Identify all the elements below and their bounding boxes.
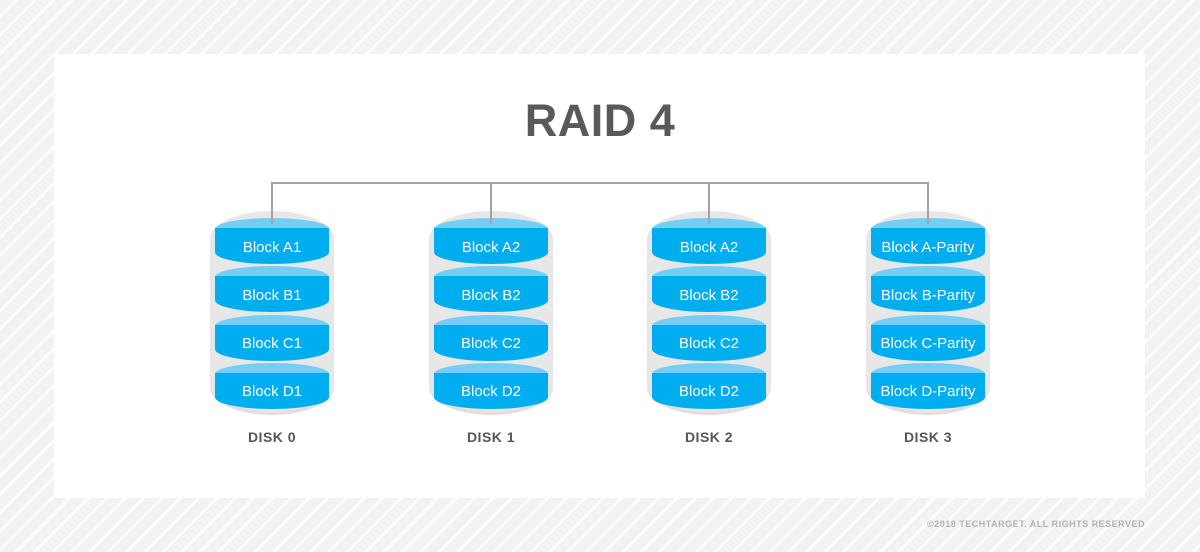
disk-1-cylinder: Block A2 Block B2 Block C2 Block D2 bbox=[429, 211, 553, 415]
disk-2-block-2: Block C2 bbox=[652, 314, 766, 361]
disk-0-block-1: Block B1 bbox=[215, 266, 329, 313]
disk-1-block-stack: Block A2 Block B2 Block C2 Block D2 bbox=[434, 218, 548, 409]
disk-0-block-0: Block A1 bbox=[215, 218, 329, 264]
cylinder-body bbox=[652, 324, 766, 361]
disk-0-cylinder: Block A1 Block B1 Block C1 Block D1 bbox=[210, 211, 334, 415]
disk-2-cylinder: Block A2 Block B2 Block C2 Block D2 bbox=[647, 211, 771, 415]
cylinder-body bbox=[215, 324, 329, 361]
disk-1-block-0: Block A2 bbox=[434, 218, 548, 264]
disk-3-block-0: Block A-Parity bbox=[871, 218, 985, 264]
disk-2-block-1: Block B2 bbox=[652, 266, 766, 313]
block-label: Block A2 bbox=[461, 238, 521, 256]
block-label: Block B2 bbox=[461, 286, 521, 304]
cylinder-body bbox=[652, 276, 766, 313]
cylinder-body bbox=[434, 372, 548, 409]
disk-3-block-3: Block D-Parity bbox=[871, 362, 985, 409]
block-label: Block B2 bbox=[679, 286, 739, 304]
disk-3-cylinder: Block A-Parity Block B-Parity Block C-Pa… bbox=[866, 211, 990, 415]
disk-3-block-stack: Block A-Parity Block B-Parity Block C-Pa… bbox=[871, 218, 985, 409]
disk-3-block-1: Block B-Parity bbox=[871, 266, 985, 313]
cylinder-body bbox=[215, 372, 329, 409]
block-label: Block D-Parity bbox=[880, 383, 976, 401]
disk-0-block-stack: Block A1 Block B1 Block C1 Block D1 bbox=[215, 218, 329, 409]
cylinder-body bbox=[871, 228, 985, 264]
cylinder-body bbox=[215, 228, 329, 264]
connector-vertical-line-disk0 bbox=[271, 182, 273, 224]
disk-2-block-3: Block D2 bbox=[652, 362, 766, 409]
cylinder-body bbox=[215, 276, 329, 313]
disk-0-block-3: Block D1 bbox=[215, 362, 329, 409]
block-label: Block C1 bbox=[241, 335, 303, 353]
block-label: Block B1 bbox=[242, 286, 302, 304]
diagram-title: RAID 4 bbox=[524, 95, 676, 146]
connector-horizontal-line bbox=[272, 182, 928, 184]
cylinder-body bbox=[434, 324, 548, 361]
disk-0-block-2: Block C1 bbox=[215, 314, 329, 361]
disk-2-block-stack: Block A2 Block B2 Block C2 Block D2 bbox=[652, 218, 766, 409]
disk-1-block-2: Block C2 bbox=[434, 314, 548, 361]
block-label: Block A1 bbox=[242, 238, 302, 256]
disk-1-block-1: Block B2 bbox=[434, 266, 548, 313]
disk-2-block-0: Block A2 bbox=[652, 218, 766, 264]
block-label: Block C-Parity bbox=[880, 335, 976, 353]
cylinder-body bbox=[871, 372, 985, 409]
cylinder-body bbox=[434, 276, 548, 313]
connector-vertical-line-disk1 bbox=[490, 182, 492, 224]
copyright-notice: ©2018 TECHTARGET. ALL RIGHTS RESERVED bbox=[927, 519, 1145, 529]
block-label: Block D1 bbox=[241, 383, 303, 401]
block-label: Block C2 bbox=[460, 335, 522, 353]
block-label: Block A2 bbox=[679, 238, 739, 256]
disk-0-label: DISK 0 bbox=[247, 429, 297, 445]
block-label: Block D2 bbox=[460, 383, 522, 401]
cylinder-body bbox=[871, 276, 985, 313]
connector-vertical-line-disk3 bbox=[927, 182, 929, 224]
block-label: Block C2 bbox=[678, 335, 740, 353]
cylinder-body bbox=[652, 228, 766, 264]
disk-3-block-2: Block C-Parity bbox=[871, 314, 985, 361]
block-label: Block A-Parity bbox=[881, 238, 975, 256]
disk-1-label: DISK 1 bbox=[466, 429, 516, 445]
cylinder-body bbox=[434, 228, 548, 264]
block-label: Block B-Parity bbox=[880, 286, 976, 304]
cylinder-body bbox=[652, 372, 766, 409]
disk-1-block-3: Block D2 bbox=[434, 362, 548, 409]
disk-2-label: DISK 2 bbox=[684, 429, 734, 445]
cylinder-body bbox=[871, 324, 985, 361]
disk-3-label: DISK 3 bbox=[903, 429, 953, 445]
block-label: Block D2 bbox=[678, 383, 740, 401]
connector-vertical-line-disk2 bbox=[708, 182, 710, 224]
